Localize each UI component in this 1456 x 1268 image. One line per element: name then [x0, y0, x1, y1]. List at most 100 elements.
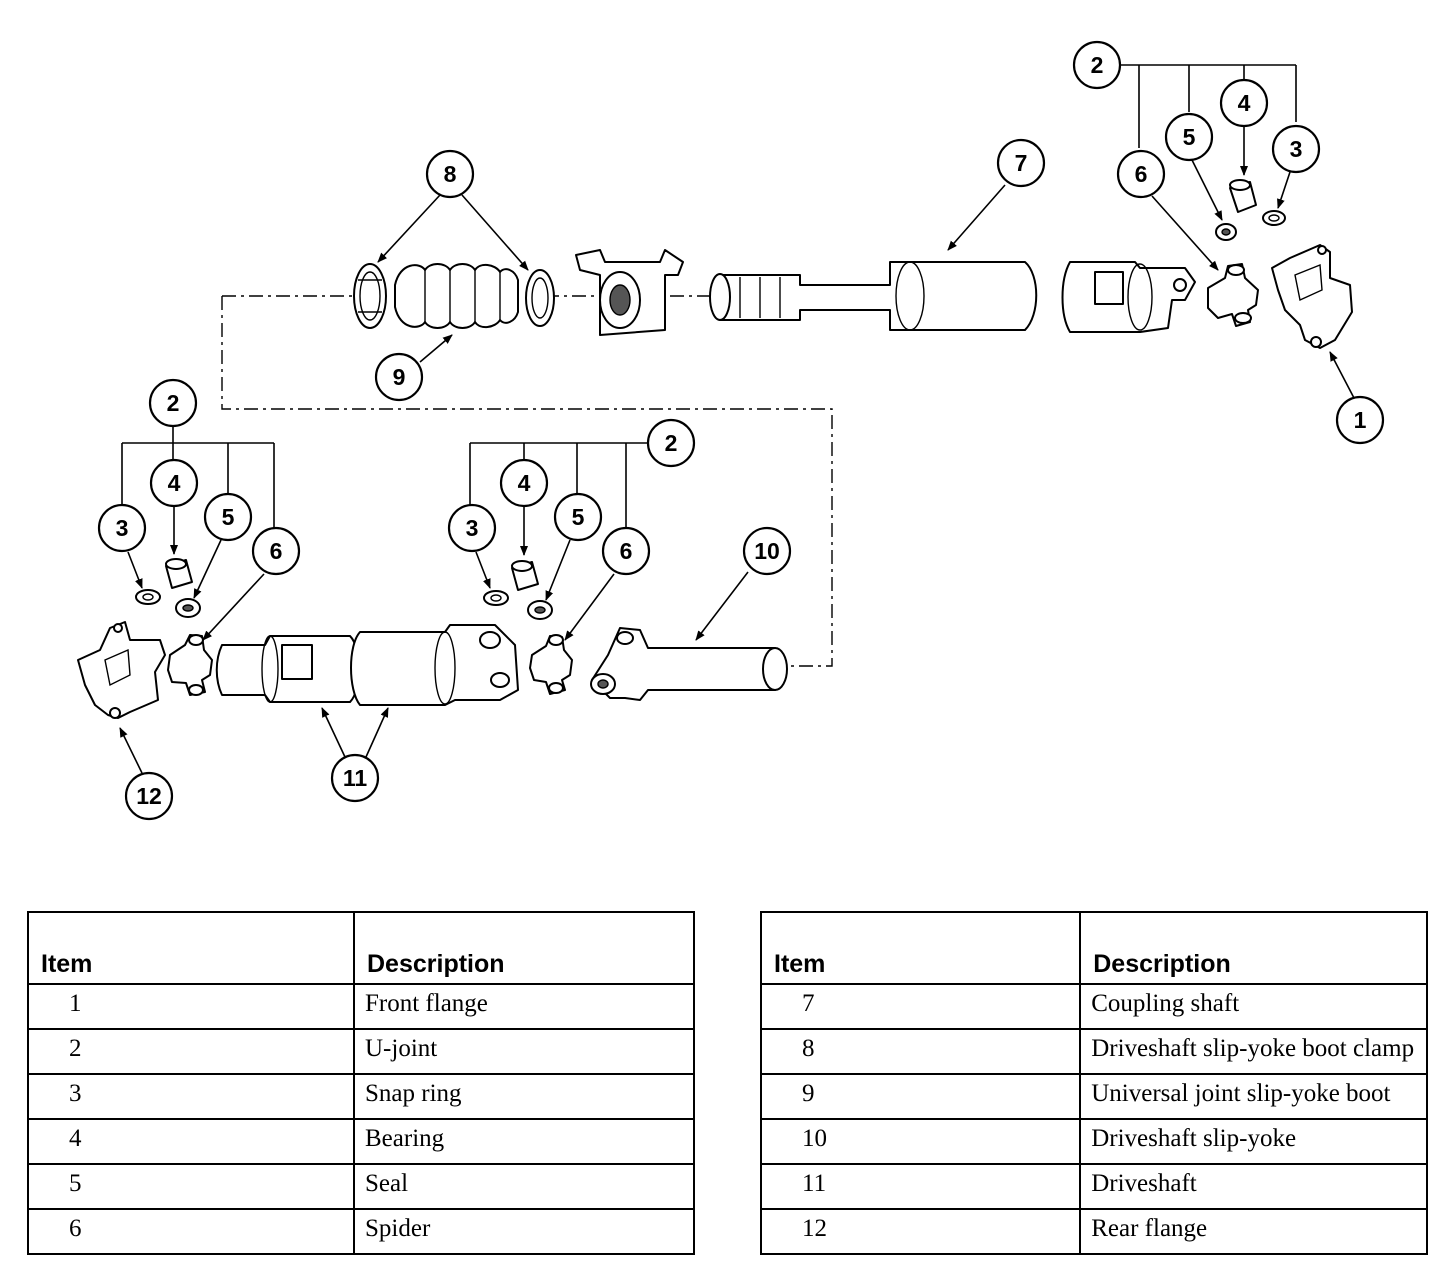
- callout-2-upper-right: 2: [1072, 40, 1122, 90]
- table-row: 10 Driveshaft slip-yoke: [761, 1119, 1427, 1165]
- item-number: 6: [28, 1209, 354, 1255]
- coupling-shaft: [709, 261, 1038, 331]
- driveshaft-slip-yoke: [590, 627, 788, 701]
- spider-lower-left: [167, 634, 213, 696]
- callout-3-lower-middle-label: 3: [466, 515, 479, 541]
- table-row: 6 Spider: [28, 1209, 694, 1255]
- item-description: Driveshaft slip-yoke boot clamp: [1079, 1029, 1427, 1075]
- callout-5-lower-left: 5: [203, 492, 253, 542]
- legend-header-row: Item Description: [761, 912, 1427, 985]
- table-row: 12 Rear flange: [761, 1209, 1427, 1255]
- center-bearing: [575, 249, 684, 336]
- table-row: 8 Driveshaft slip-yoke boot clamp: [761, 1029, 1427, 1075]
- callout-4-lower-middle-label: 4: [518, 470, 531, 496]
- bearing-lower-middle: [511, 560, 539, 591]
- legend-header-row: Item Description: [28, 912, 694, 985]
- callout-2-upper-right-label: 2: [1091, 52, 1104, 78]
- callout-4-upper-right-label: 4: [1238, 90, 1251, 116]
- seal-lower-middle: [527, 600, 553, 620]
- driveshaft-exploded-diagram: 8 9 7 2 4 5 3 6 1 2 4 5: [77, 40, 1385, 821]
- seal-lower-left: [175, 598, 201, 618]
- driveshaft: [215, 624, 519, 706]
- callout-2-lower-left: 2: [148, 378, 198, 428]
- item-number: 8: [761, 1029, 1081, 1075]
- item-description: Driveshaft: [1079, 1164, 1427, 1210]
- callout-2-lower-middle-label: 2: [665, 430, 678, 456]
- item-description: Driveshaft slip-yoke: [1079, 1119, 1427, 1165]
- item-description: Bearing: [353, 1119, 694, 1165]
- callout-6-lower-left: 6: [251, 526, 301, 576]
- item-description: Spider: [353, 1209, 694, 1255]
- item-number: 10: [761, 1119, 1081, 1165]
- legend-table-right: Item Description 7 Coupling shaft 8 Driv…: [760, 911, 1428, 1255]
- callout-8: 8: [425, 149, 475, 199]
- callout-9-label: 9: [393, 364, 406, 390]
- callout-1-label: 1: [1354, 407, 1367, 433]
- callout-3-lower-middle: 3: [447, 503, 497, 553]
- snap-ring-lower-left: [135, 589, 161, 605]
- leader-lines: [119, 64, 1355, 774]
- coupling-shaft-yoke: [1061, 261, 1196, 333]
- item-number: 3: [28, 1074, 354, 1120]
- callout-6-lower-middle-label: 6: [620, 538, 633, 564]
- callout-3-lower-left-label: 3: [116, 515, 129, 541]
- callout-4-lower-left-label: 4: [168, 470, 181, 496]
- boot-clamp-left: [353, 263, 387, 329]
- callout-5-lower-left-label: 5: [222, 504, 235, 530]
- callout-3-upper-right: 3: [1271, 124, 1321, 174]
- callout-1: 1: [1335, 395, 1385, 445]
- callout-4-upper-right: 4: [1219, 78, 1269, 128]
- table-row: 5 Seal: [28, 1164, 694, 1210]
- callout-10-label: 10: [754, 538, 780, 564]
- header-item: Item: [761, 912, 1081, 985]
- item-description: Front flange: [353, 984, 694, 1030]
- item-description: Coupling shaft: [1079, 984, 1427, 1030]
- item-description: Snap ring: [353, 1074, 694, 1120]
- snap-ring-upper-right: [1262, 210, 1286, 226]
- header-item: Item: [28, 912, 354, 985]
- table-row: 7 Coupling shaft: [761, 984, 1427, 1030]
- item-number: 11: [761, 1164, 1081, 1210]
- rear-flange: [77, 621, 166, 719]
- callout-5-lower-middle: 5: [553, 492, 603, 542]
- slip-yoke-boot: [394, 263, 519, 329]
- item-number: 4: [28, 1119, 354, 1165]
- item-description: Seal: [353, 1164, 694, 1210]
- item-number: 5: [28, 1164, 354, 1210]
- callout-11: 11: [330, 753, 380, 803]
- callout-5-upper-right: 5: [1164, 112, 1214, 162]
- table-row: 3 Snap ring: [28, 1074, 694, 1120]
- table-row: 9 Universal joint slip-yoke boot: [761, 1074, 1427, 1120]
- header-description: Description: [353, 912, 694, 985]
- callout-4-lower-middle: 4: [499, 458, 549, 508]
- item-description: Universal joint slip-yoke boot: [1079, 1074, 1427, 1120]
- callout-6-upper-right: 6: [1116, 149, 1166, 199]
- item-description: Rear flange: [1079, 1209, 1427, 1255]
- callout-2-lower-left-label: 2: [167, 390, 180, 416]
- table-row: 2 U-joint: [28, 1029, 694, 1075]
- callout-4-lower-left: 4: [149, 458, 199, 508]
- callout-8-label: 8: [444, 161, 457, 187]
- callout-6-lower-left-label: 6: [270, 538, 283, 564]
- item-number: 7: [761, 984, 1081, 1030]
- item-number: 2: [28, 1029, 354, 1075]
- spider-lower-middle: [529, 634, 573, 695]
- table-row: 4 Bearing: [28, 1119, 694, 1165]
- callout-12: 12: [124, 771, 174, 821]
- bearing-upper-right: [1229, 179, 1257, 213]
- callout-7: 7: [996, 138, 1046, 188]
- bearing-lower-left: [165, 558, 193, 589]
- callout-2-lower-middle: 2: [646, 418, 696, 468]
- callout-6-upper-right-label: 6: [1135, 161, 1148, 187]
- callout-3-upper-right-label: 3: [1290, 136, 1303, 162]
- snap-ring-lower-middle: [483, 590, 509, 606]
- spider-upper-right: [1207, 263, 1259, 327]
- legend-table-left: Item Description 1 Front flange 2 U-join…: [27, 911, 695, 1255]
- table-row: 1 Front flange: [28, 984, 694, 1030]
- callout-9: 9: [374, 352, 424, 402]
- item-number: 1: [28, 984, 354, 1030]
- callout-11-label: 11: [343, 765, 368, 791]
- callout-12-label: 12: [136, 783, 162, 809]
- seal-upper-right: [1215, 223, 1237, 241]
- item-number: 12: [761, 1209, 1081, 1255]
